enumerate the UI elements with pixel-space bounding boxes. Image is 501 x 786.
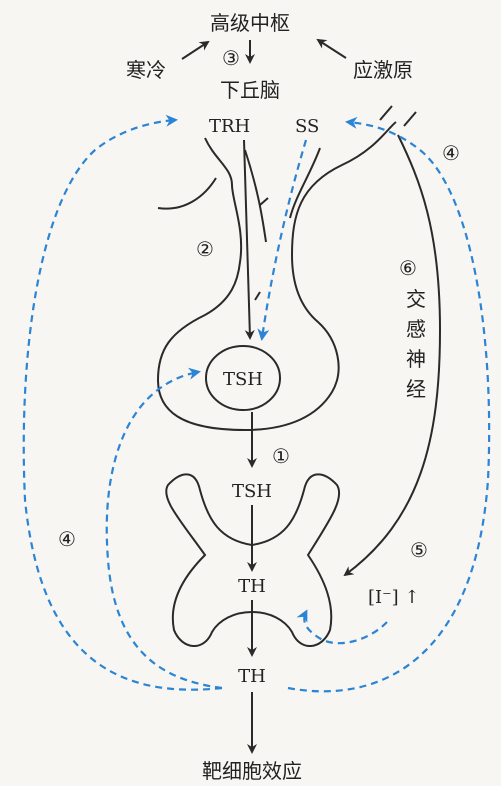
tsh-cell-label: TSH bbox=[223, 369, 263, 390]
hypothalamus-label: 下丘脑 bbox=[220, 78, 280, 102]
sympathetic-char-4: 经 bbox=[406, 377, 426, 401]
sympathetic-char-2: 感 bbox=[406, 317, 426, 341]
tsh-cell bbox=[205, 345, 281, 411]
nerve-origin-tick-1 bbox=[379, 105, 393, 121]
pituitary-outline bbox=[156, 121, 397, 432]
marker-4-left: ④ bbox=[58, 527, 76, 551]
ss-inhibit-arrow bbox=[257, 139, 308, 341]
trh-to-pituitary-arrow bbox=[243, 139, 255, 340]
marker-2: ② bbox=[196, 237, 214, 261]
ss-neuron-curve bbox=[289, 147, 321, 219]
stalk-mark-1 bbox=[259, 197, 269, 206]
sympathetic-char-3: 神 bbox=[406, 347, 426, 371]
marker-4-right: ④ bbox=[442, 141, 460, 165]
iodide-label: [I⁻] ↑ bbox=[368, 587, 419, 608]
higher-center-label: 高级中枢 bbox=[210, 11, 290, 35]
th-to-pituitary-feedback bbox=[105, 367, 223, 690]
iodide-feedback-arrow bbox=[296, 609, 388, 645]
th-to-ss-feedback bbox=[287, 116, 491, 693]
th-circulating-label: TH bbox=[238, 666, 266, 687]
trh-label: TRH bbox=[209, 116, 250, 137]
th-thyroid-label: TH bbox=[238, 576, 266, 597]
stalk-mark-2 bbox=[254, 291, 261, 301]
stress-label: 应激原 bbox=[353, 58, 413, 82]
marker-1: ① bbox=[272, 444, 290, 468]
marker-3: ③ bbox=[222, 46, 240, 70]
ss-label: SS bbox=[295, 116, 319, 137]
cold-label: 寒冷 bbox=[126, 58, 166, 82]
stress-arrow bbox=[316, 38, 347, 59]
th-to-hypothalamus-feedback bbox=[22, 114, 223, 691]
target-cell-effect-label: 靶细胞效应 bbox=[202, 759, 302, 783]
marker-6: ⑥ bbox=[399, 256, 417, 280]
trh-neuron-curve bbox=[244, 149, 267, 243]
nerve-origin-tick-2 bbox=[403, 111, 417, 127]
cold-arrow bbox=[181, 40, 210, 60]
marker-5: ⑤ bbox=[410, 538, 428, 562]
thyroid-gland bbox=[165, 473, 341, 647]
hypothalamus-tissue-left bbox=[157, 177, 217, 210]
tsh-blood-label: TSH bbox=[232, 481, 272, 502]
sympathetic-char-1: 交 bbox=[406, 287, 426, 311]
sympathetic-nerve-arrow bbox=[343, 134, 442, 577]
